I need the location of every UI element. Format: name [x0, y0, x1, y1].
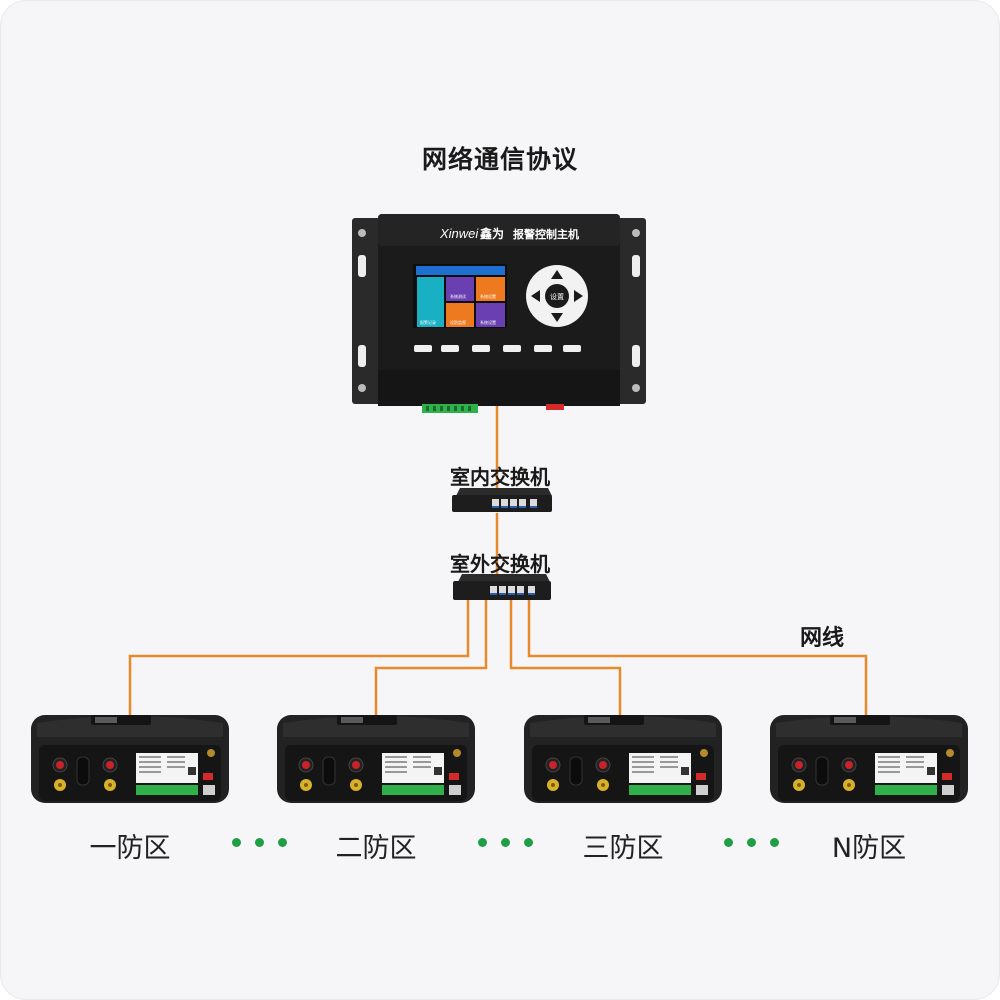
zone-label-n: N防区 — [831, 833, 907, 864]
indoor-switch — [452, 488, 552, 512]
screen-tile-1: 报警记录 — [420, 319, 436, 325]
cable-zone-1 — [128, 600, 470, 717]
arrow-down-icon — [551, 313, 563, 322]
indoor-switch-label: 室内交换机 — [450, 465, 550, 489]
screen-tile-5: 系统设置 — [480, 319, 496, 325]
zone-label-1: 一防区 — [89, 833, 171, 864]
host-touch-screen: 报警记录 系统测试 系统设置 设防监视 系统设置 — [413, 264, 507, 328]
cable-zone-3 — [509, 600, 622, 717]
cable-label: 网线 — [800, 626, 845, 651]
ellipsis-dots-3 — [724, 838, 779, 847]
cable-zone-2 — [374, 600, 488, 717]
terminal-block — [422, 404, 478, 413]
diagram-title: 网络通信协议 — [421, 145, 578, 174]
screen-tile-3: 系统设置 — [480, 293, 496, 299]
host-function-keys — [414, 345, 581, 352]
power-switch — [546, 404, 564, 410]
outdoor-switch-label: 室外交换机 — [450, 552, 550, 576]
zone-label-2: 二防区 — [335, 833, 417, 864]
alarm-control-host: Xinwei 鑫为 报警控制主机 报警记录 系统测试 系统设置 设防监视 系统设… — [352, 214, 646, 413]
brand-logo: Xinwei — [439, 226, 479, 241]
screen-tile-4: 设防监视 — [450, 319, 466, 325]
host-navigation-pad: 设置 — [526, 265, 588, 327]
screen-tile-2: 系统测试 — [450, 293, 466, 299]
zone-device-n — [769, 714, 969, 804]
cable-zone-n — [527, 600, 868, 717]
zone-device-3 — [523, 714, 723, 804]
arrow-up-icon — [551, 270, 563, 279]
product-name: 报警控制主机 — [513, 227, 579, 241]
ellipsis-dots-1 — [232, 838, 287, 847]
zone-device-2 — [276, 714, 476, 804]
outdoor-switch — [453, 574, 551, 600]
arrow-left-icon — [531, 290, 540, 302]
brand-cn: 鑫为 — [479, 226, 504, 241]
arrow-right-icon — [574, 290, 583, 302]
zone-label-3: 三防区 — [582, 833, 664, 864]
ellipsis-dots-2 — [478, 838, 533, 847]
nav-center-label: 设置 — [550, 292, 564, 301]
network-cables — [128, 404, 868, 717]
zone-device-1 — [30, 714, 230, 804]
